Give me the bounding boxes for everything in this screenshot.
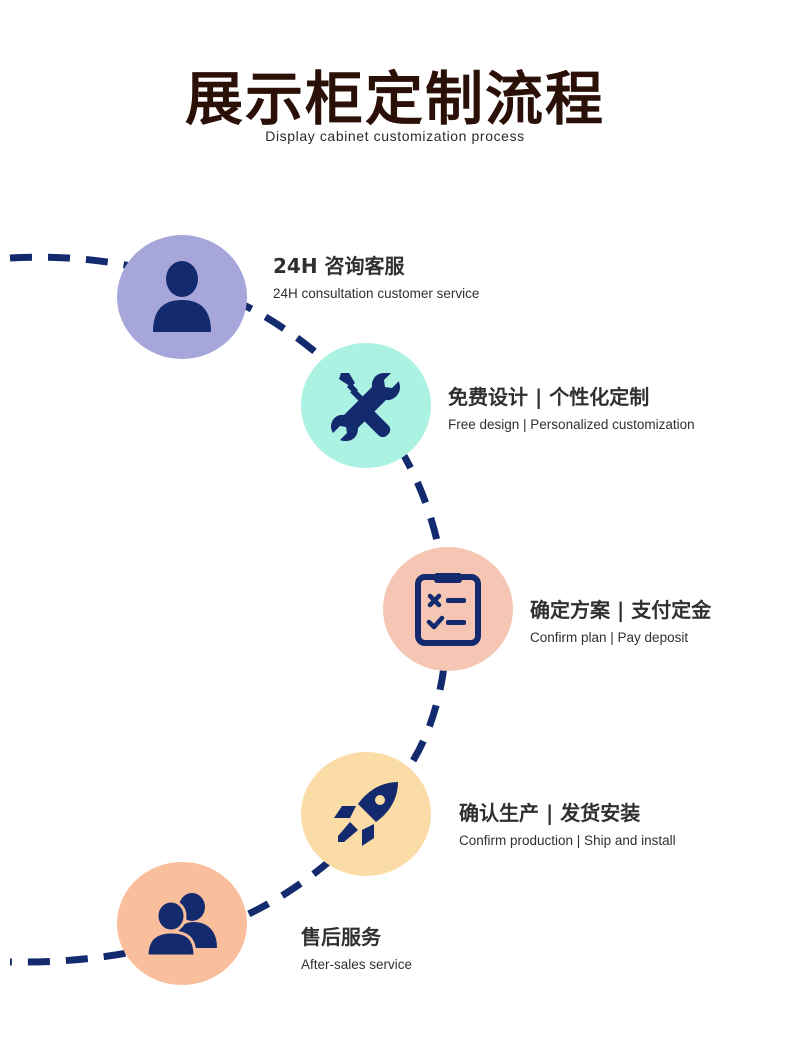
person-icon	[151, 260, 213, 334]
step-1-title: 24H 咨询客服	[273, 254, 405, 278]
page-title: 展示柜定制流程	[184, 65, 605, 133]
step-5-subtitle: After-sales service	[301, 957, 413, 972]
step-2-text: 免费设计 | 个性化定制 Free design | Personalized …	[448, 384, 695, 434]
step-3-text: 确定方案 | 支付定金 Confirm plan | Pay deposit	[530, 597, 711, 647]
step-5-circle	[117, 862, 247, 985]
step-3-subtitle: Confirm plan | Pay deposit	[530, 630, 689, 645]
step-5-text: 售后服务 After-sales service	[301, 924, 412, 974]
step-1-circle	[117, 235, 247, 359]
step-2-circle	[301, 343, 431, 468]
step-5-title: 售后服务	[301, 925, 381, 949]
clipboard-checklist-icon	[414, 571, 482, 647]
step-2-subtitle: Free design | Personalized customization	[448, 417, 695, 432]
step-1-subtitle: 24H consultation customer service	[273, 286, 480, 301]
rocket-icon	[330, 778, 402, 850]
tools-icon	[327, 367, 405, 445]
step-4-text: 确认生产 | 发货安装 Confirm production | Ship an…	[459, 800, 676, 850]
step-4-circle	[301, 752, 431, 876]
step-4-title: 确认生产 | 发货安装	[459, 801, 641, 825]
step-4-subtitle: Confirm production | Ship and install	[459, 833, 676, 848]
step-3-title: 确定方案 | 支付定金	[530, 598, 712, 622]
users-icon	[145, 890, 219, 958]
page-subtitle: Display cabinet customization process	[265, 128, 525, 144]
step-1-text: 24H 咨询客服 24H consultation customer servi…	[273, 253, 479, 303]
step-2-title: 免费设计 | 个性化定制	[448, 385, 650, 409]
step-3-circle	[383, 547, 513, 671]
